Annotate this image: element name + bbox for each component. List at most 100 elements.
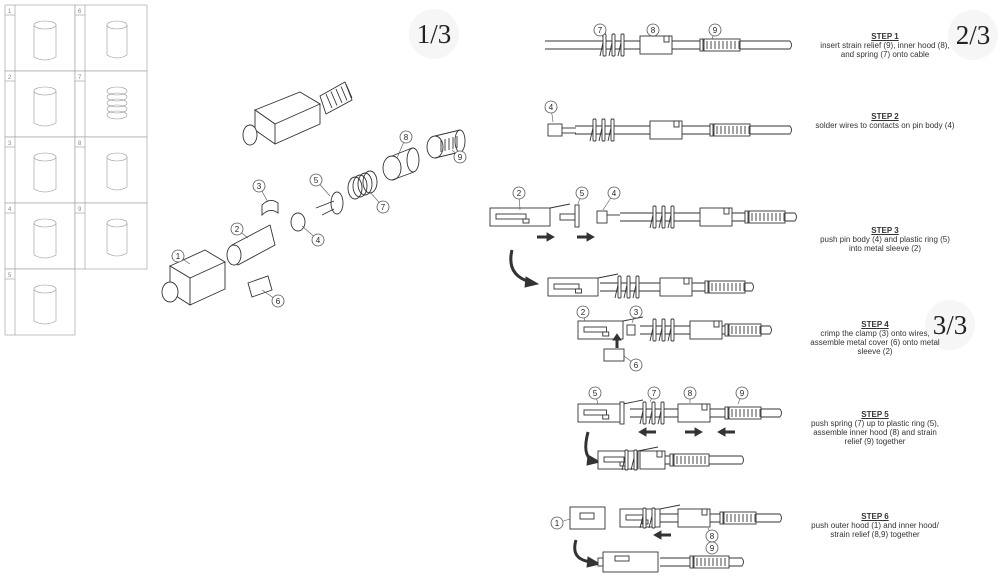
parts-cell (4, 136, 76, 204)
arrow-head (546, 232, 555, 242)
spring-coil (601, 118, 606, 142)
spring-coil (642, 401, 647, 425)
outer-hood (602, 551, 659, 573)
strain-relief-collar (709, 123, 714, 137)
callout-circle (593, 23, 607, 37)
spring-coil (624, 449, 629, 471)
spring-thumbnail (106, 86, 128, 96)
contact-window (603, 456, 625, 463)
callout: 4 (602, 186, 621, 211)
callout-circle (629, 305, 643, 319)
metal-cover (247, 275, 273, 298)
inner-hood (391, 147, 413, 157)
part-number: 1 (8, 9, 12, 15)
callout-number: 3 (634, 308, 639, 317)
step-6-result (597, 551, 744, 573)
part-number: 8 (78, 141, 82, 147)
strain-relief-body (693, 555, 730, 569)
callout: 9 (705, 541, 719, 555)
arrow-left (638, 427, 656, 437)
cable-end (741, 557, 744, 567)
callout: 7 (369, 191, 390, 214)
callout: 4 (544, 100, 558, 123)
callout: 5 (575, 186, 589, 205)
step-text: push pin body (4) and plastic ring (5) i… (820, 235, 950, 253)
inner-hood-latch (713, 320, 720, 328)
step-text: solder wires to contacts on pin body (4) (815, 121, 955, 130)
callout: 1 (550, 516, 571, 530)
callout: 1 (171, 249, 191, 265)
step-3-assembly (489, 203, 797, 229)
callout-number: 5 (580, 189, 585, 198)
callout-number: 7 (381, 203, 386, 212)
arrow-left (717, 427, 735, 437)
callout-circle (252, 179, 266, 193)
callout-number: 4 (612, 189, 617, 198)
callout: 9 (451, 149, 467, 164)
plastic-ring (574, 204, 580, 228)
part-number: 4 (8, 207, 12, 213)
rib (340, 86, 348, 101)
callout-number: 5 (314, 176, 319, 185)
callout-circle (271, 294, 285, 308)
callout: 4 (301, 225, 325, 247)
part-number: 7 (78, 75, 82, 81)
callout-number: 8 (651, 26, 656, 35)
callout: 5 (588, 386, 602, 405)
part-thumbnail (33, 122, 57, 127)
spring-coil (611, 33, 616, 57)
cable-end (779, 408, 782, 418)
cable-end (769, 325, 772, 335)
plastic-ring (330, 191, 344, 215)
callout: 9 (735, 386, 749, 405)
inner-hood (391, 171, 415, 181)
page-marker-2: 2/3 (948, 10, 998, 60)
pin-body (290, 212, 306, 232)
pin-body (596, 210, 608, 224)
step-title: STEP 5 (861, 410, 889, 419)
arrow-head (694, 427, 703, 437)
callout-number: 4 (549, 103, 554, 112)
callout-number: 8 (688, 389, 693, 398)
page-marker-3: 3/3 (925, 300, 975, 350)
outer-hood-window (614, 555, 630, 562)
callout-number: 6 (634, 361, 639, 370)
arrow-right (577, 232, 595, 242)
arrow-head (717, 427, 726, 437)
step-text: insert strain relief (9), inner hood (8)… (820, 41, 950, 59)
rib (325, 93, 333, 109)
callout-circle (705, 541, 719, 555)
strain-relief-body (723, 511, 757, 525)
assembled-connector-nose (242, 124, 258, 146)
plastic-ring (619, 401, 625, 425)
spring-thumbnail (106, 92, 128, 102)
spring-coil (357, 172, 373, 196)
callout: 8 (683, 386, 697, 403)
sleeve-wire (597, 273, 619, 279)
step-text: crimp the clamp (3) onto wires, assemble… (810, 329, 940, 356)
exploded-view (161, 81, 466, 306)
part-thumbnail (33, 188, 57, 193)
sleeve-wire (622, 316, 644, 322)
step-title: STEP 6 (861, 512, 889, 521)
part-thumbnail (33, 254, 57, 259)
callout-circle (399, 130, 413, 144)
sleeve-wire (622, 399, 644, 405)
spring-coil (362, 170, 378, 194)
arrow-right (537, 232, 555, 242)
callout-circle (646, 23, 660, 37)
inner-hood-latch (723, 207, 730, 215)
step-6-assembly (569, 504, 782, 530)
spring-coil (661, 205, 666, 229)
metal-sleeve-end (226, 244, 242, 266)
step-4-assembly (577, 316, 772, 362)
part-thumbnail (106, 54, 128, 59)
page-marker-1: 1/3 (409, 9, 459, 59)
ring-pin (315, 200, 335, 209)
strain-relief-collar (689, 555, 694, 569)
part-thumbnail (106, 186, 128, 191)
callout-circle (512, 186, 526, 200)
